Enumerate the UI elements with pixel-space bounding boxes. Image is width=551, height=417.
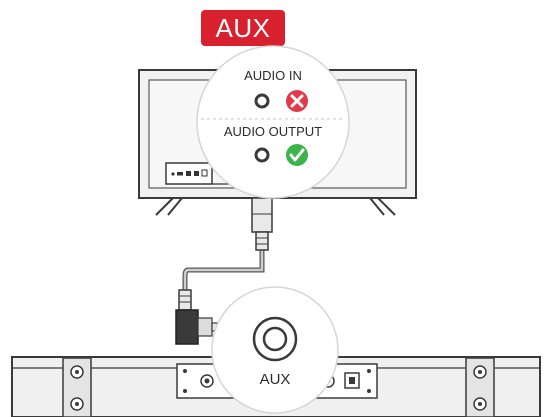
audio-output-label: AUDIO OUTPUT <box>224 124 322 139</box>
audio-output-jack <box>254 147 270 163</box>
plug-neck-bottom <box>178 289 192 311</box>
tv-port-3 <box>186 171 191 176</box>
audio-in-jack <box>254 93 270 109</box>
tv-leg-left-inner <box>167 197 185 216</box>
aux-jack-inner <box>262 326 288 352</box>
aux-title-badge: AUX <box>201 10 285 46</box>
green-check-icon <box>286 144 308 166</box>
plug-neck-top <box>255 231 269 251</box>
plug-body-bottom <box>175 309 199 345</box>
tv-audio-callout: AUDIO IN AUDIO OUTPUT <box>196 45 350 199</box>
red-x-icon <box>286 90 308 112</box>
tv-leg-left <box>155 197 174 216</box>
tv-port-2 <box>177 172 183 176</box>
soundbar-aux-label: AUX <box>260 371 291 388</box>
tv-leg-right-inner <box>367 197 385 216</box>
audio-in-label: AUDIO IN <box>244 68 302 83</box>
tv-port-4 <box>194 171 199 176</box>
plug-body-top <box>251 197 273 233</box>
tv-port-5 <box>201 169 208 177</box>
tv-port-1 <box>171 172 175 176</box>
soundbar-aux-callout: AUX <box>211 286 339 414</box>
tv-leg-right <box>377 197 396 216</box>
